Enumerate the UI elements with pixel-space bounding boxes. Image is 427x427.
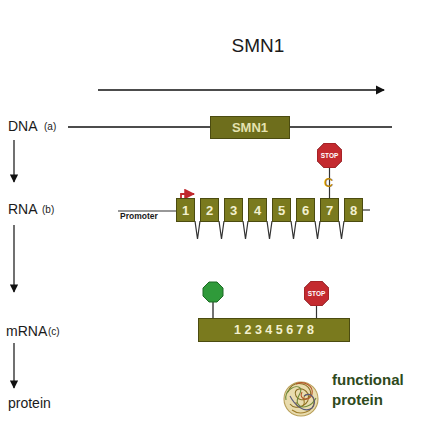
octagon-shape bbox=[317, 143, 342, 168]
protein-illustration bbox=[284, 382, 318, 416]
node-text: 7 bbox=[326, 203, 333, 218]
exon-box: 7 bbox=[320, 198, 339, 222]
stage-mark: (c) bbox=[48, 327, 60, 338]
node-text: STOP bbox=[308, 290, 326, 297]
stage-label: RNA bbox=[8, 202, 38, 217]
node-text: 3 bbox=[230, 203, 237, 218]
intron-link bbox=[195, 221, 200, 239]
intron-link bbox=[219, 221, 224, 239]
stage-label: protein bbox=[8, 396, 51, 411]
exon-box: 4 bbox=[248, 198, 267, 222]
intron-link bbox=[339, 221, 344, 239]
rna-tail bbox=[363, 209, 370, 210]
stage-mark: (a) bbox=[44, 122, 56, 133]
exon-box: 1 bbox=[176, 198, 195, 222]
flow-arrow bbox=[13, 343, 14, 388]
stop-codon-sign: STOP bbox=[304, 281, 329, 306]
stop-codon-sign: STOP bbox=[317, 143, 342, 168]
node-text: 8 bbox=[350, 203, 357, 218]
node-text: 4 bbox=[254, 203, 261, 218]
codon-leader bbox=[316, 306, 317, 318]
gene-box: SMN1 bbox=[210, 116, 290, 139]
node-text: 1 bbox=[182, 203, 189, 218]
flow-arrow bbox=[13, 225, 14, 292]
stage-mark: (b) bbox=[42, 205, 54, 216]
direction-arrow bbox=[98, 89, 384, 90]
octagon-shape bbox=[304, 281, 329, 306]
exon-box: 8 bbox=[344, 198, 363, 222]
node-text: 1 2 3 4 5 6 7 8 bbox=[234, 323, 314, 337]
intron-link bbox=[315, 221, 320, 239]
exon-box: 3 bbox=[224, 198, 243, 222]
stage-label: mRNA bbox=[6, 324, 47, 339]
node-text: 5 bbox=[278, 203, 285, 218]
intron-link bbox=[243, 221, 248, 239]
mutation-label: C bbox=[324, 176, 333, 190]
start-leader bbox=[212, 300, 214, 318]
node-text: 6 bbox=[302, 203, 309, 218]
exon-box: 6 bbox=[296, 198, 315, 222]
node-text: STOP bbox=[321, 152, 339, 159]
mrna-bar: 1 2 3 4 5 6 7 8 bbox=[198, 318, 350, 342]
node-text: SMN1 bbox=[232, 120, 268, 135]
flow-arrow bbox=[13, 140, 14, 182]
exon-box: 2 bbox=[200, 198, 219, 222]
promoter-label: Promoter bbox=[120, 212, 158, 221]
stage-label: DNA bbox=[8, 119, 38, 134]
exon-box: 5 bbox=[272, 198, 291, 222]
protein-caption: functional protein bbox=[332, 370, 422, 409]
start-codon-octagon bbox=[203, 282, 223, 302]
node-text: 2 bbox=[206, 203, 213, 218]
intron-link bbox=[291, 221, 296, 239]
intron-link bbox=[267, 221, 272, 239]
diagram-title: SMN1 bbox=[208, 36, 308, 56]
